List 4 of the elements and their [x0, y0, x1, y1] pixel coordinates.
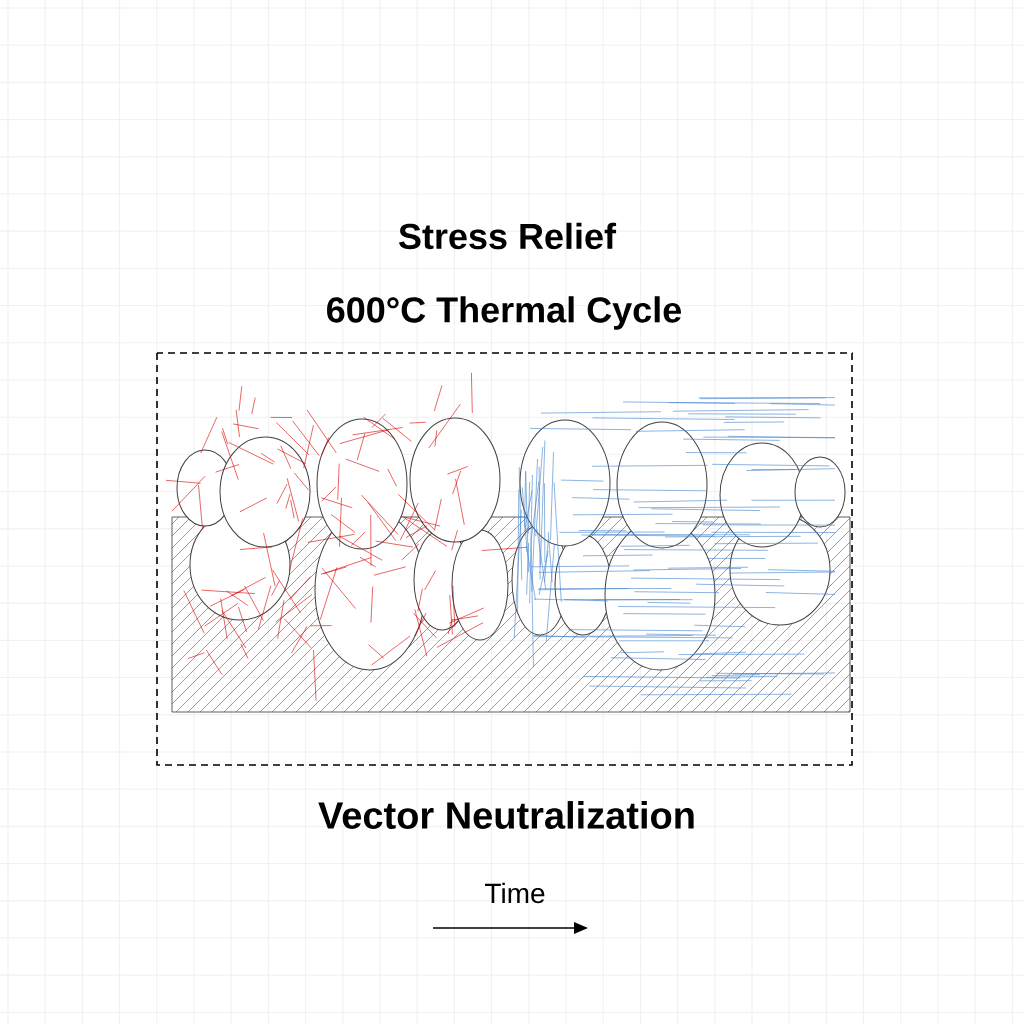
subtitle: 600°C Thermal Cycle — [327, 296, 681, 330]
title: Stress Relief — [399, 222, 617, 250]
caption: Vector Neutralization — [318, 801, 694, 829]
axis-label: Time — [485, 882, 545, 904]
